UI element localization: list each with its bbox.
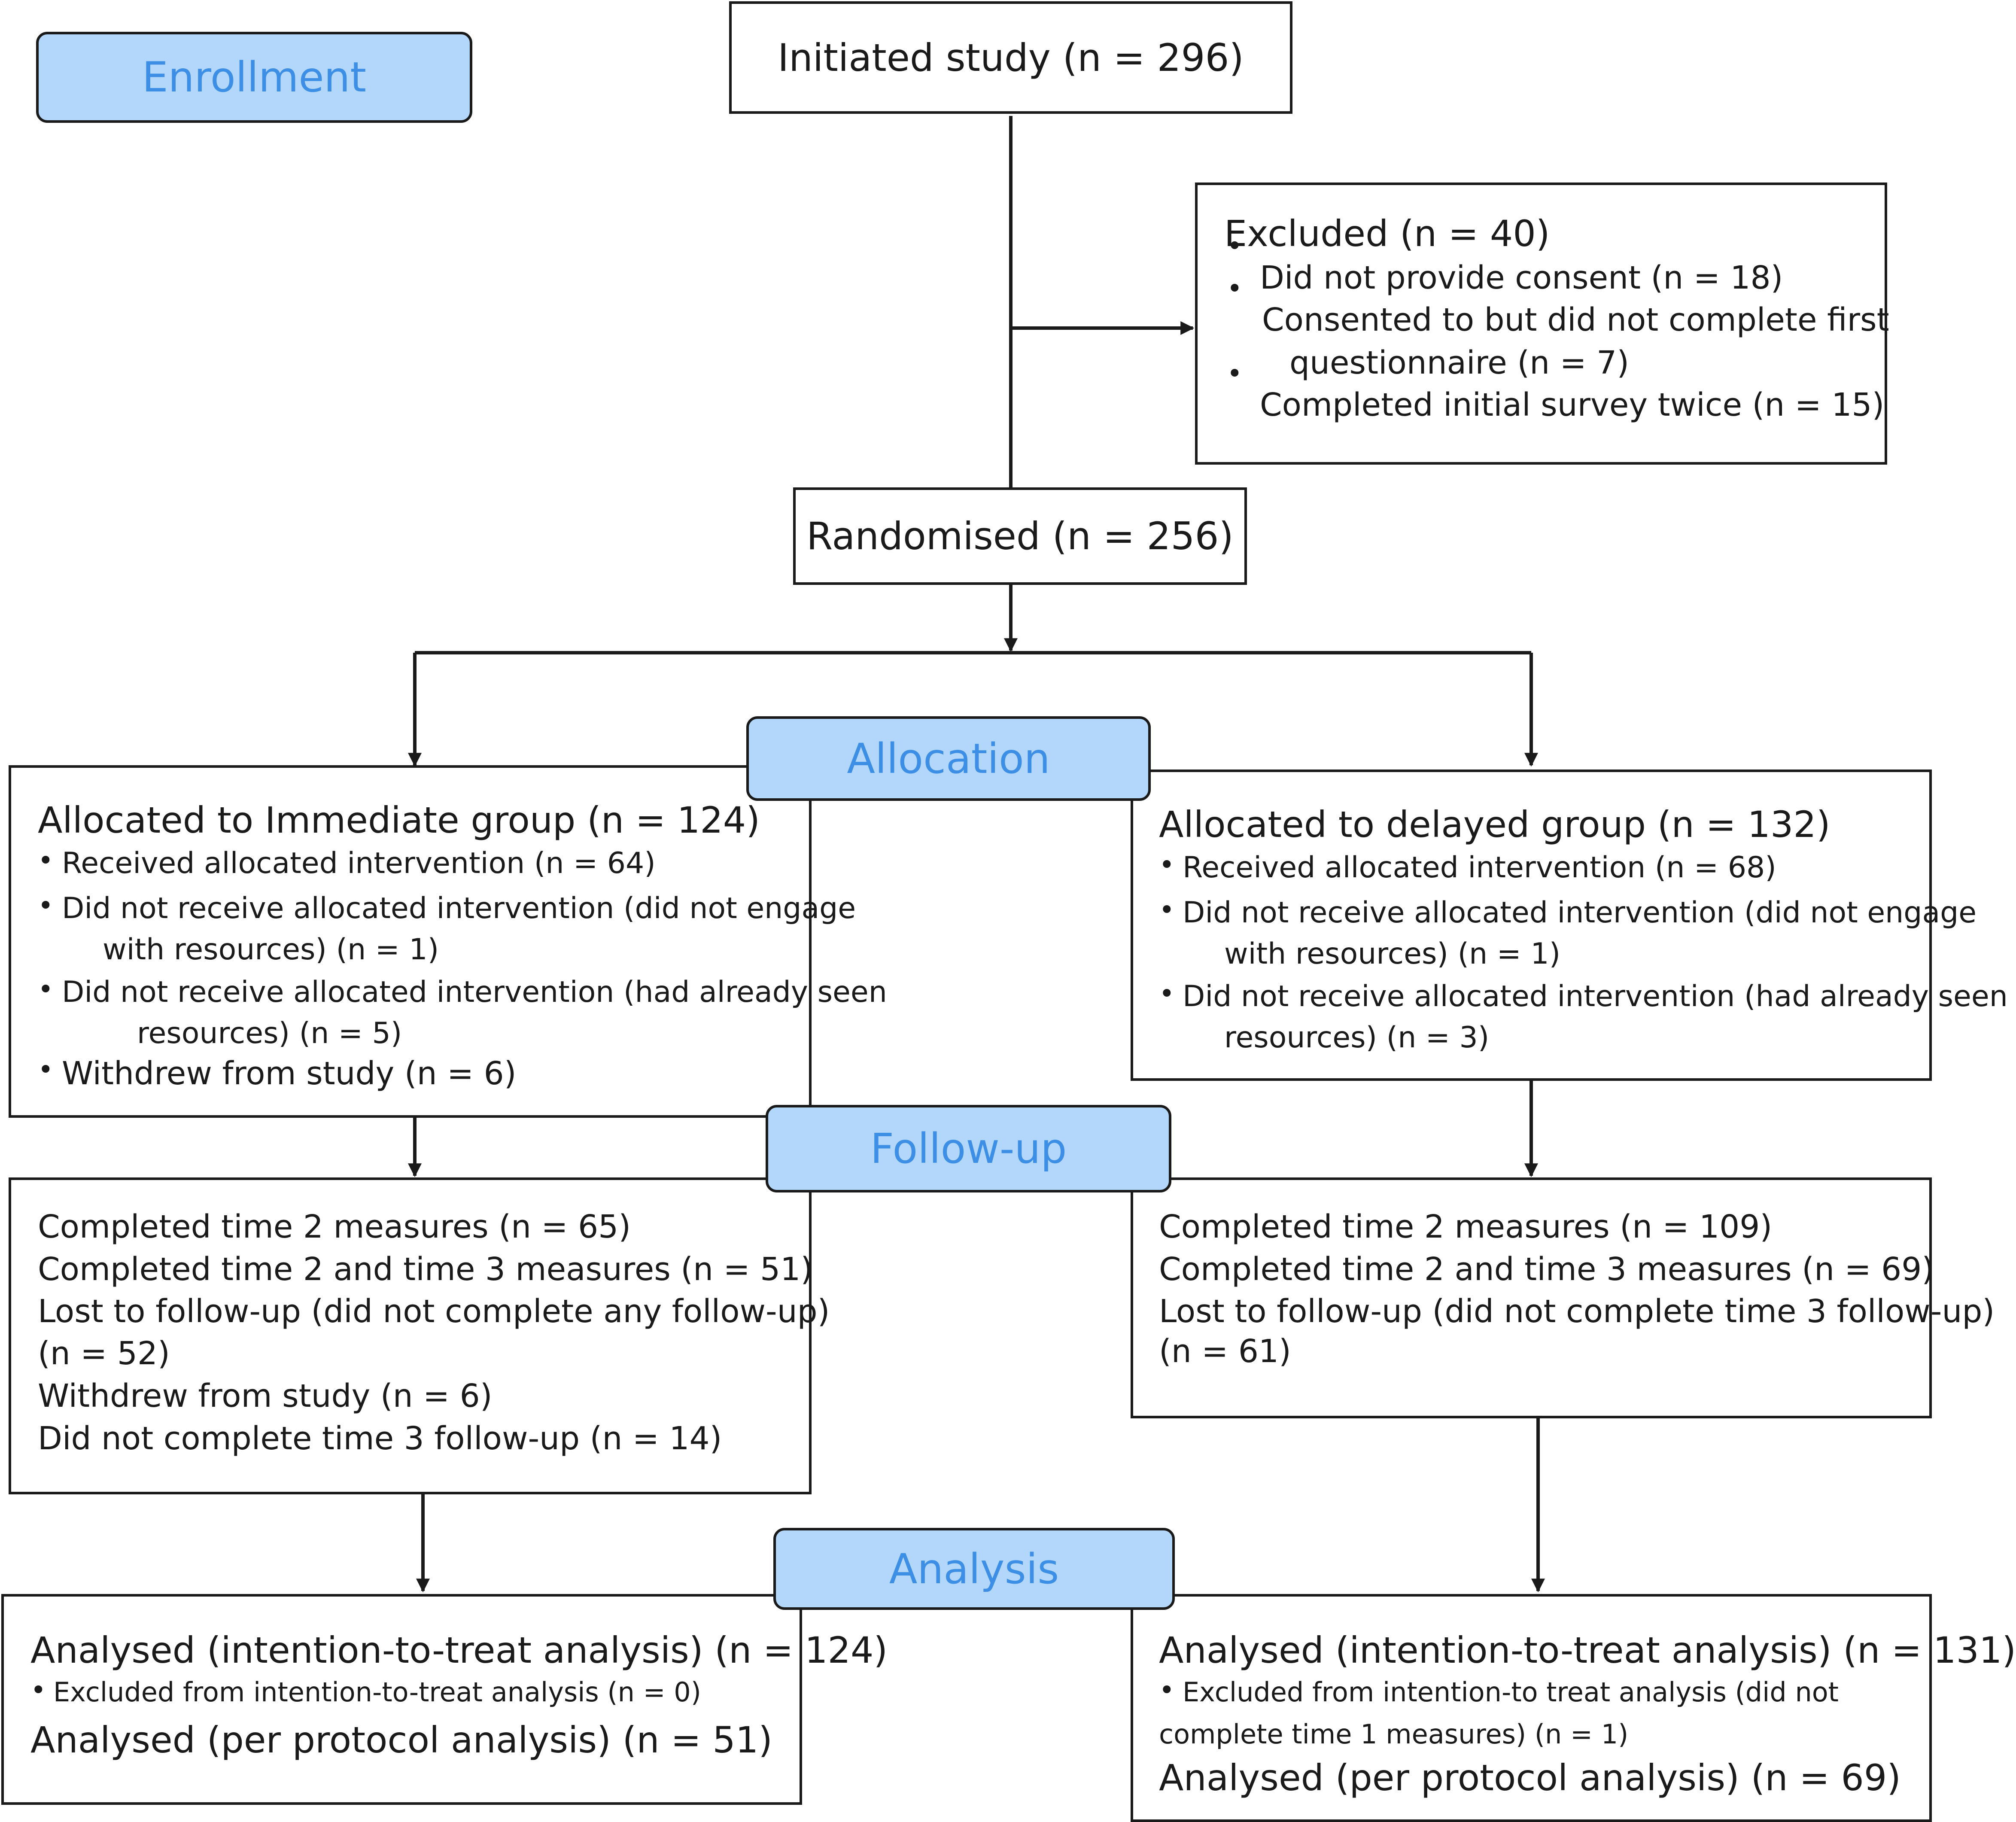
randomised-box: Randomised (n = 256) xyxy=(793,487,1247,585)
enrollment-label: Enrollment xyxy=(142,53,366,101)
bullet-icon: • xyxy=(1159,978,1175,1009)
immediate-item: with resources) (n = 1) xyxy=(103,933,439,967)
excluded-item: Did not provide consent (n = 18) xyxy=(1260,259,1783,296)
analysis-stage-label: Analysis xyxy=(773,1528,1175,1610)
initiated-study-box: Initiated study (n = 296) xyxy=(729,1,1292,114)
randomised-text: Randomised (n = 256) xyxy=(806,514,1234,558)
immediate-followup-line: Withdrew from study (n = 6) xyxy=(38,1378,493,1414)
immediate-group-box: Allocated to Immediate group (n = 124) •… xyxy=(9,765,887,1118)
bullet-icon: • xyxy=(1227,358,1243,389)
bullet-icon: • xyxy=(1227,230,1243,262)
delayed-title: Allocated to delayed group (n = 132) xyxy=(1159,803,1831,846)
immediate-followup-line: Completed time 2 measures (n = 65) xyxy=(38,1208,631,1245)
delayed-followup-line: Lost to follow-up (did not complete time… xyxy=(1159,1293,1995,1330)
excluded-item: Completed initial survey twice (n = 15) xyxy=(1260,386,1885,423)
delayed-excluded-text: complete time 1 measures) (n = 1) xyxy=(1159,1719,1629,1750)
delayed-followup-line: (n = 61) xyxy=(1159,1333,1291,1370)
excluded-title: Excluded (n = 40) xyxy=(1224,213,1550,255)
immediate-itt-text: Analysed (intention-to-treat analysis) (… xyxy=(30,1629,888,1671)
immediate-excluded-text: Excluded from intention-to-treat analysi… xyxy=(53,1676,701,1708)
immediate-followup-line: Completed time 2 and time 3 measures (n … xyxy=(38,1251,813,1288)
allocation-stage-label: Allocation xyxy=(746,716,1151,801)
bullet-icon: • xyxy=(1159,1674,1175,1706)
immediate-item: Received allocated intervention (n = 64) xyxy=(62,846,656,880)
bullet-icon: • xyxy=(1159,849,1175,880)
bullet-icon: • xyxy=(30,1674,46,1706)
allocation-label: Allocation xyxy=(847,734,1050,783)
immediate-followup-line: Did not complete time 3 follow-up (n = 1… xyxy=(38,1420,722,1457)
delayed-pp-text: Analysed (per protocol analysis) (n = 69… xyxy=(1159,1757,1901,1799)
followup-stage-label: Follow-up xyxy=(766,1105,1171,1192)
immediate-followup-box: Completed time 2 measures (n = 65) Compl… xyxy=(9,1177,830,1494)
immediate-item: Did not receive allocated intervention (… xyxy=(62,891,856,925)
immediate-item: Withdrew from study (n = 6) xyxy=(62,1055,517,1092)
immediate-item: Did not receive allocated intervention (… xyxy=(62,975,887,1009)
bullet-icon: • xyxy=(38,973,54,1005)
immediate-followup-line: Lost to follow-up (did not complete any … xyxy=(38,1293,830,1330)
delayed-followup-line: Completed time 2 measures (n = 109) xyxy=(1159,1208,1773,1245)
delayed-item: Did not receive allocated intervention (… xyxy=(1183,979,2008,1013)
delayed-item: resources) (n = 3) xyxy=(1224,1021,1490,1055)
enrollment-stage-label: Enrollment xyxy=(36,32,472,123)
bullet-icon: • xyxy=(38,890,54,921)
delayed-followup-line: Completed time 2 and time 3 measures (n … xyxy=(1159,1251,1934,1288)
bullet-icon: • xyxy=(38,1054,54,1085)
immediate-pp-text: Analysed (per protocol analysis) (n = 51… xyxy=(30,1719,773,1761)
excluded-box: Excluded (n = 40) • Did not provide cons… xyxy=(1195,183,1889,465)
delayed-excluded-text: Excluded from intention-to treat analysi… xyxy=(1183,1676,1839,1708)
bullet-icon: • xyxy=(1227,273,1243,304)
excluded-item: questionnaire (n = 7) xyxy=(1289,344,1630,381)
delayed-analysis-box: Analysed (intention-to-treat analysis) (… xyxy=(1131,1594,2016,1822)
delayed-group-box: Allocated to delayed group (n = 132) • R… xyxy=(1131,770,2008,1081)
delayed-item: Received allocated intervention (n = 68) xyxy=(1183,851,1776,885)
bullet-icon: • xyxy=(38,845,54,876)
delayed-item: with resources) (n = 1) xyxy=(1224,937,1561,971)
analysis-label: Analysis xyxy=(889,1545,1059,1593)
followup-label: Follow-up xyxy=(870,1125,1067,1173)
bullet-icon: • xyxy=(1159,894,1175,925)
immediate-title: Allocated to Immediate group (n = 124) xyxy=(38,799,760,841)
delayed-item: Did not receive allocated intervention (… xyxy=(1183,896,1977,930)
delayed-itt-text: Analysed (intention-to-treat analysis) (… xyxy=(1159,1629,2016,1671)
immediate-analysis-box: Analysed (intention-to-treat analysis) (… xyxy=(1,1594,888,1805)
excluded-item: Consented to but did not complete first xyxy=(1262,301,1889,338)
immediate-item: resources) (n = 5) xyxy=(137,1016,402,1050)
immediate-followup-line: (n = 52) xyxy=(38,1335,170,1372)
initiated-study-text: Initiated study (n = 296) xyxy=(778,35,1244,80)
connector-lines xyxy=(408,116,1545,1593)
delayed-followup-box: Completed time 2 measures (n = 109) Comp… xyxy=(1131,1177,1995,1418)
